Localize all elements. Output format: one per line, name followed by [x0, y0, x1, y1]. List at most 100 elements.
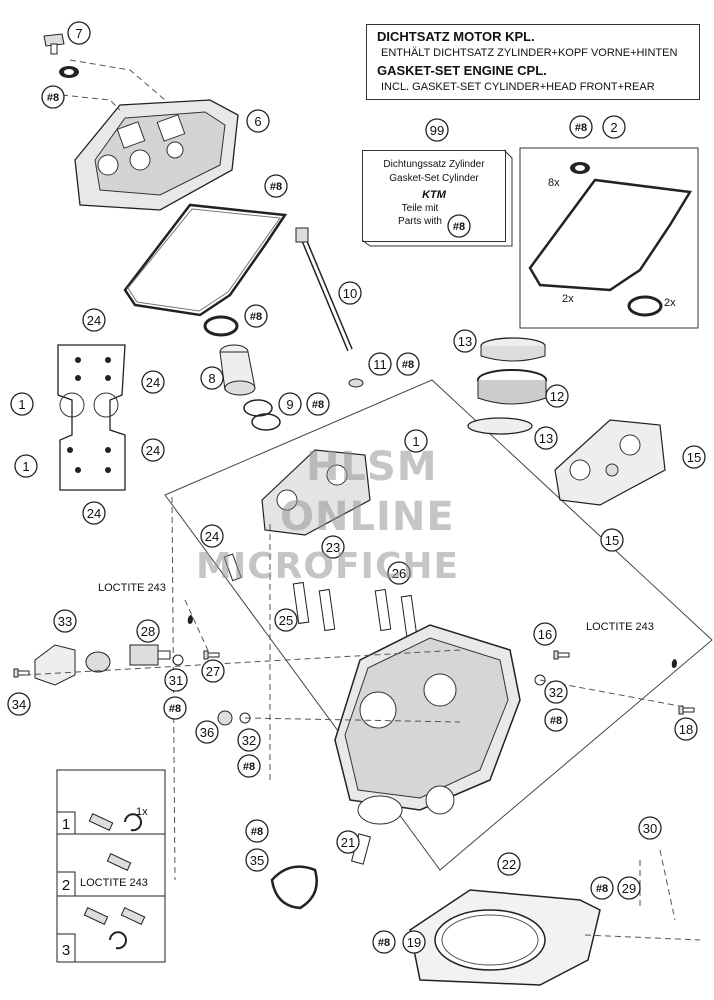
- callout-1: 1: [18, 397, 25, 412]
- o-ring: [251, 413, 281, 431]
- callout-29: 29: [622, 881, 636, 896]
- ref-8: #8: [169, 703, 181, 715]
- callout-27: 27: [206, 664, 220, 679]
- callout-22: 22: [502, 857, 516, 872]
- callout-23: 23: [326, 540, 340, 555]
- head-gasket: [409, 889, 601, 986]
- callout-26: 26: [392, 566, 406, 581]
- callout-21: 21: [341, 835, 355, 850]
- stud: [223, 553, 242, 582]
- loctite-label: LOCTITE 243: [586, 621, 654, 633]
- ktm-logo: KTM: [422, 189, 446, 201]
- cam-bearing-gasket: [57, 344, 126, 491]
- qty-2x: 2x: [664, 297, 676, 309]
- ref-8: #8: [596, 883, 608, 895]
- qty-8x: 8x: [548, 177, 560, 189]
- callout-34: 34: [12, 697, 26, 712]
- callout-33: 33: [58, 614, 72, 629]
- spark-plug-tube: [219, 344, 256, 396]
- ref-8: #8: [243, 761, 255, 773]
- kit-box-shadow: [361, 149, 513, 247]
- thermostat-housing: [34, 644, 111, 686]
- callout-9: 9: [286, 397, 293, 412]
- callout-6: 6: [254, 114, 261, 129]
- leader-line: [69, 59, 166, 101]
- callout-28: 28: [141, 624, 155, 639]
- leader-line: [61, 94, 121, 111]
- ref-8: #8: [402, 359, 414, 371]
- header-line-4: INCL. GASKET-SET CYLINDER+HEAD FRONT+REA…: [381, 81, 655, 93]
- callout-24: 24: [146, 443, 160, 458]
- exhaust-gasket: [270, 865, 318, 910]
- valve-cover-gasket: [123, 203, 288, 317]
- callout-24: 24: [205, 529, 219, 544]
- callout-1: 1: [412, 434, 419, 449]
- cover-bolt: [43, 33, 79, 78]
- callout-10: 10: [343, 286, 357, 301]
- kit-cover-gasket: [528, 178, 693, 292]
- callout-2: 2: [610, 120, 617, 135]
- watermark-line-2: ONLINE: [280, 494, 455, 540]
- ref-8: #8: [251, 826, 263, 838]
- ref-8: #8: [378, 937, 390, 949]
- camshaft-holder-front: [261, 449, 371, 536]
- seal-ring: [172, 654, 184, 666]
- callout-11: 11: [373, 357, 387, 372]
- kit-seal-ring: [627, 295, 663, 317]
- valve-guides: [292, 581, 418, 638]
- clamp-ring-lower: [467, 417, 533, 435]
- ref-8: #8: [47, 92, 59, 104]
- bolt: [13, 668, 30, 678]
- cylinder-gasket-kit-box: Dichtungssatz Zylinder Gasket-Set Cylind…: [362, 150, 506, 242]
- loctite-label: LOCTITE 243: [98, 582, 166, 594]
- callout-99: 99: [430, 123, 444, 138]
- kit-line-2: Gasket-Set Cylinder: [389, 173, 479, 184]
- valve-cover-gasket-inner: [127, 208, 281, 312]
- kit-line-1: Dichtungssatz Zylinder: [383, 159, 485, 170]
- qty-1x: 1x: [136, 806, 148, 818]
- callout-1: 1: [22, 459, 29, 474]
- callout-24: 24: [87, 506, 101, 521]
- step-2: 2: [62, 877, 70, 894]
- header-line-2: ENTHÄLT DICHTSATZ ZYLINDER+KOPF VORNE+HI…: [381, 47, 678, 59]
- header-line-1: DICHTSATZ MOTOR KPL.: [377, 29, 535, 44]
- callout-24: 24: [146, 375, 160, 390]
- callout-15: 15: [605, 533, 619, 548]
- loctite-drop: [187, 615, 193, 624]
- callout-7: 7: [75, 26, 82, 41]
- callout-36: 36: [200, 725, 214, 740]
- loctite-drop: [671, 659, 677, 668]
- loctite-label: LOCTITE 243: [80, 877, 148, 889]
- camshaft-holder-rear: [554, 419, 666, 506]
- callout-31: 31: [169, 673, 183, 688]
- bolt: [678, 705, 695, 715]
- washer: [348, 378, 364, 388]
- callout-13: 13: [458, 334, 472, 349]
- callout-16: 16: [538, 627, 552, 642]
- callout-8: 8: [208, 371, 215, 386]
- qty-2x: 2x: [562, 293, 574, 305]
- bolt: [203, 650, 220, 660]
- gasket-set-kit-frame: [519, 147, 699, 329]
- ref-8: #8: [250, 311, 262, 323]
- callout-25: 25: [279, 613, 293, 628]
- header-line-3: GASKET-SET ENGINE CPL.: [377, 63, 547, 78]
- ref-8: #8: [550, 715, 562, 727]
- gasket-set-header-box: DICHTSATZ MOTOR KPL. ENTHÄLT DICHTSATZ Z…: [366, 24, 700, 100]
- watermark-line-3: MICROFICHE: [196, 546, 460, 587]
- callout-24: 24: [87, 313, 101, 328]
- watermark-line-1: HLSM: [306, 444, 438, 490]
- bolt: [553, 650, 570, 660]
- callout-12: 12: [550, 389, 564, 404]
- callout-30: 30: [643, 821, 657, 836]
- callout-32: 32: [242, 733, 256, 748]
- kit-line-3: Teile mit: [401, 203, 439, 214]
- step-3: 3: [62, 942, 70, 959]
- callout-35: 35: [250, 853, 264, 868]
- temperature-sensor: [129, 644, 171, 666]
- valve-cover: [74, 99, 239, 211]
- step-1: 1: [62, 816, 70, 833]
- callout-circles: [7, 21, 706, 954]
